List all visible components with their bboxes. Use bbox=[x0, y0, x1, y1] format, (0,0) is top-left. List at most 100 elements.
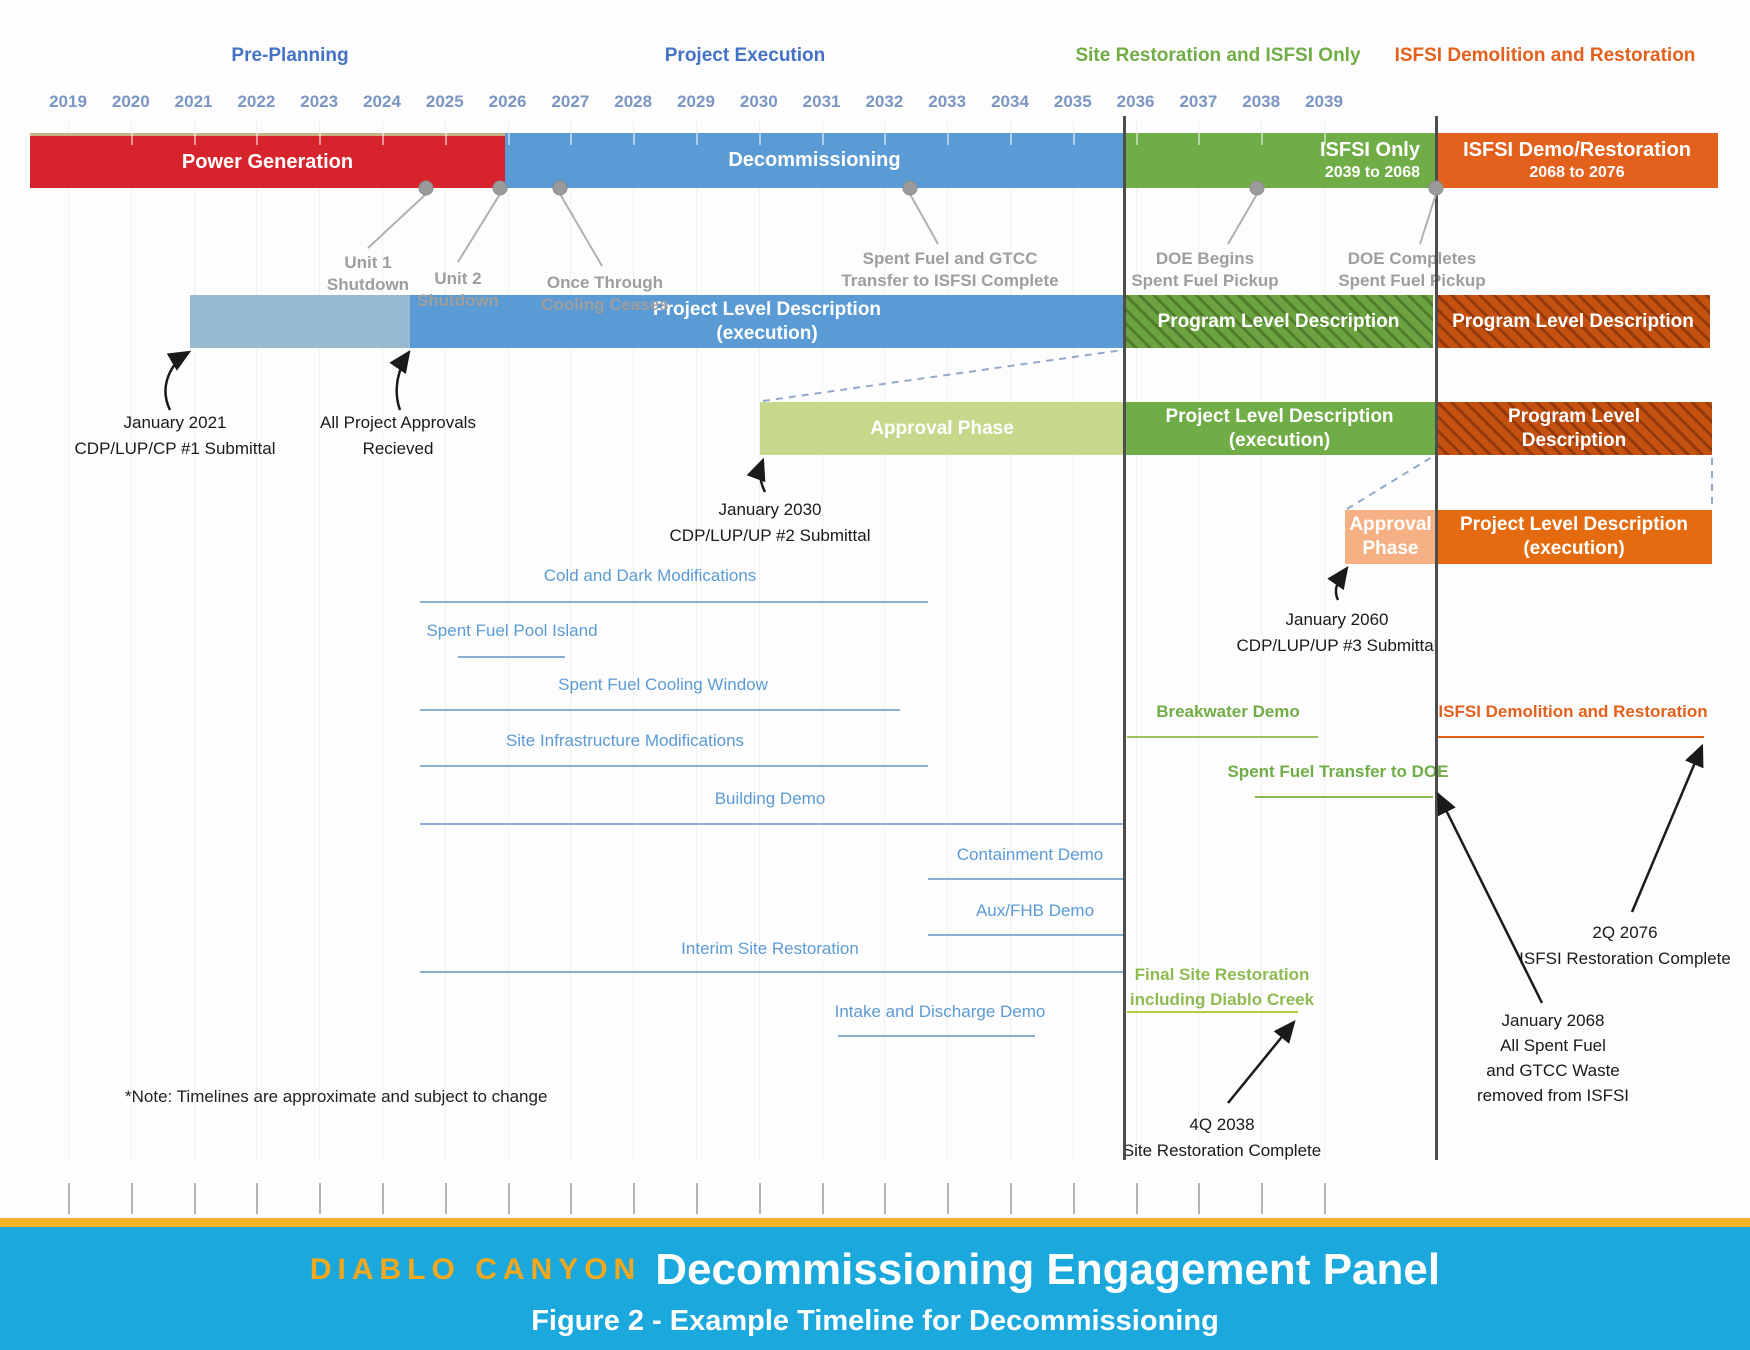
year-label-2024: 2024 bbox=[363, 92, 401, 111]
bar-program-level-description-3-label: Program Level Description bbox=[1508, 405, 1640, 451]
gridline-2037 bbox=[1198, 118, 1200, 1160]
gridline-2025 bbox=[444, 118, 446, 1160]
bar-isfsi-only: ISFSI Only 2039 to 2068 bbox=[1124, 133, 1436, 188]
footer-divider-bar bbox=[0, 1218, 1750, 1227]
bar-isfsi-demo-dates: 2068 to 2076 bbox=[1529, 164, 1625, 181]
bar-project-level-description-execution-3: Project Level Description (execution) bbox=[1436, 510, 1712, 564]
task-line-breakwater-demo bbox=[1127, 736, 1318, 738]
task-line-intake-and-discharge bbox=[838, 1035, 1035, 1037]
bar-year-tick-2025 bbox=[444, 133, 447, 145]
year-label-2036: 2036 bbox=[1116, 92, 1155, 111]
bar-project-level-description-execution-label: Project Level Description (execution) bbox=[652, 298, 882, 344]
phase-header-site-restoration: Site Restoration and ISFSI Only bbox=[1075, 45, 1361, 66]
bar-decommissioning-label: Decommissioning bbox=[728, 149, 901, 171]
gridline-2029 bbox=[696, 118, 697, 1160]
bar-project-level-description-execution: Project Level Description (execution) bbox=[410, 295, 1124, 348]
year-label-2038: 2038 bbox=[1242, 92, 1281, 111]
task-site-infrastructure-modifications: Site Infrastructure Modifications bbox=[505, 731, 745, 750]
bottom-tick-2025 bbox=[444, 1183, 447, 1214]
bar-year-tick-2026 bbox=[507, 133, 510, 145]
bar-power-generation-label: Power Generation bbox=[181, 150, 354, 173]
milestone-doe-completes-pickup: DOE Completes Spent Fuel Pickup bbox=[1338, 249, 1486, 290]
task-aux-fhb-demo: Aux/FHB Demo bbox=[975, 901, 1095, 920]
bottom-tick-2019 bbox=[68, 1183, 70, 1214]
bottom-tick-2031 bbox=[821, 1183, 824, 1214]
task-intake-and-discharge-demo: Intake and Discharge Demo bbox=[834, 1002, 1046, 1021]
bar-isfsi-demo-label: ISFSI Demo/Restoration bbox=[1463, 139, 1691, 161]
year-label-2031: 2031 bbox=[802, 92, 841, 111]
bar-year-tick-2038 bbox=[1261, 133, 1264, 145]
task-isfsi-demolition-restoration: ISFSI Demolition and Restoration bbox=[1438, 702, 1708, 721]
bar-year-tick-2033 bbox=[947, 133, 950, 145]
task-cold-and-dark-modifications: Cold and Dark Modifications bbox=[543, 566, 757, 585]
year-label-2020: 2020 bbox=[111, 92, 150, 111]
bar-approval-phase-2-label: Approval Phase bbox=[870, 417, 1014, 439]
year-label-2027: 2027 bbox=[551, 92, 590, 111]
bar-project-level-description-execution-2: Project Level Description (execution) bbox=[1124, 402, 1435, 455]
milestone-spent-fuel-gtcc-transfer: Spent Fuel and GTCC Transfer to ISFSI Co… bbox=[841, 249, 1059, 290]
bar-year-tick-2023 bbox=[319, 133, 322, 145]
bottom-tick-2026 bbox=[507, 1183, 510, 1214]
task-spent-fuel-transfer-to-doe: Spent Fuel Transfer to DOE bbox=[1227, 762, 1449, 781]
task-building-demo: Building Demo bbox=[714, 789, 826, 808]
bar-decommissioning: Decommissioning bbox=[505, 133, 1124, 188]
task-line-spent-fuel-pool-island bbox=[458, 656, 565, 658]
gridline-2035 bbox=[1072, 118, 1074, 1160]
bar-program-level-description-3: Program Level Description bbox=[1436, 402, 1712, 455]
task-line-spent-fuel-cooling-window bbox=[420, 709, 900, 711]
bar-year-tick-2032 bbox=[884, 133, 887, 145]
bar-approval-phase-3: Approval Phase bbox=[1345, 510, 1436, 564]
phase-boundary-line-2036 bbox=[1123, 116, 1126, 1160]
gridline-2022 bbox=[256, 118, 258, 1160]
task-line-spent-fuel-transfer-doe bbox=[1255, 796, 1433, 798]
task-line-aux-fhb-demo bbox=[928, 934, 1123, 936]
year-label-2019: 2019 bbox=[49, 92, 87, 111]
bar-year-tick-2031 bbox=[821, 133, 824, 145]
phase-boundary-line-2068 bbox=[1435, 116, 1438, 1160]
bar-year-tick-2029 bbox=[696, 133, 698, 145]
bar-pre-approval-period bbox=[190, 295, 410, 348]
gridline-2032 bbox=[884, 118, 886, 1160]
bar-year-tick-2021 bbox=[193, 133, 196, 145]
year-label-2039: 2039 bbox=[1305, 92, 1343, 111]
year-label-2028: 2028 bbox=[614, 92, 653, 111]
callout-all-approvals-received: All Project Approvals Recieved bbox=[320, 413, 476, 458]
gridline-2033 bbox=[947, 118, 949, 1160]
callout-january-2068-spent-fuel-removed: January 2068 All Spent Fuel and GTCC Was… bbox=[1476, 1011, 1630, 1105]
bar-year-tick-2035 bbox=[1072, 133, 1075, 145]
year-label-2037: 2037 bbox=[1179, 92, 1218, 111]
gridline-2019 bbox=[68, 118, 69, 1160]
gridline-2023 bbox=[319, 118, 321, 1160]
bottom-tick-2024 bbox=[382, 1183, 384, 1214]
gridline-2034 bbox=[1010, 118, 1011, 1160]
bottom-tick-2033 bbox=[947, 1183, 950, 1214]
task-breakwater-demo: Breakwater Demo bbox=[1156, 702, 1300, 721]
callout-january-2030-submittal: January 2030 CDP/LUP/UP #2 Submittal bbox=[669, 500, 871, 545]
bar-approval-phase-3-label: Approval Phase bbox=[1349, 514, 1432, 559]
callout-2q-2076-restoration-complete: 2Q 2076 ISFSI Restoration Complete bbox=[1519, 923, 1731, 968]
bar-year-tick-2027 bbox=[570, 133, 573, 145]
task-line-final-site-restoration bbox=[1127, 1011, 1298, 1013]
year-label-2030: 2030 bbox=[739, 92, 778, 111]
year-label-2034: 2034 bbox=[991, 92, 1029, 111]
year-label-2033: 2033 bbox=[928, 92, 967, 111]
milestone-unit2-shutdown: Unit 2 Shutdown bbox=[416, 269, 500, 310]
bar-year-tick-2039 bbox=[1324, 133, 1326, 145]
task-spent-fuel-pool-island: Spent Fuel Pool Island bbox=[426, 621, 598, 640]
bar-year-tick-2036 bbox=[1135, 133, 1138, 145]
year-label-2032: 2032 bbox=[865, 92, 904, 111]
year-label-2021: 2021 bbox=[174, 92, 213, 111]
task-spent-fuel-cooling-window: Spent Fuel Cooling Window bbox=[558, 675, 768, 694]
task-line-isfsi-demolition bbox=[1438, 736, 1704, 738]
bar-program-level-description-orange: Program Level Description bbox=[1436, 295, 1710, 348]
bottom-tick-2028 bbox=[633, 1183, 636, 1214]
bottom-tick-2035 bbox=[1072, 1183, 1075, 1214]
milestone-unit1-shutdown: Unit 1 Shutdown bbox=[326, 253, 410, 294]
task-final-site-restoration: Final Site Restoration including Diablo … bbox=[1129, 965, 1315, 1009]
bar-program-level-description-green-label: Program Level Description bbox=[1157, 310, 1400, 332]
gridline-2020 bbox=[130, 118, 132, 1160]
bar-year-tick-2028 bbox=[633, 133, 636, 145]
year-label-2026: 2026 bbox=[488, 92, 527, 111]
bottom-tick-2036 bbox=[1135, 1183, 1138, 1214]
